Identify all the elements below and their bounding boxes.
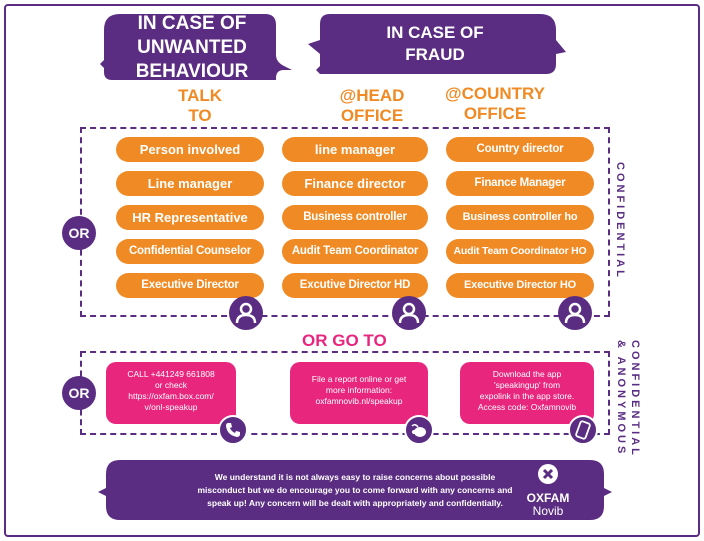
or-badge-2: OR	[62, 376, 96, 410]
pill-head-line-manager: line manager	[282, 137, 428, 162]
oxfam-logo-icon	[538, 464, 558, 484]
person-icon	[392, 296, 426, 330]
pill-finance-director: Finance director	[282, 171, 428, 196]
page-frame	[4, 4, 700, 537]
pill-executive-director: Executive Director	[116, 273, 264, 298]
or-go-to-label: OR GO TO	[302, 331, 387, 350]
app-download-box: Download the app 'speakingup' from expol…	[460, 362, 594, 424]
column-head-head-office: @HEAD OFFICE	[339, 86, 405, 125]
report-online-box: File a report online or get more informa…	[290, 362, 428, 424]
pill-finance-manager: Finance Manager	[446, 171, 594, 196]
pill-business-controller: Business controller	[282, 205, 428, 230]
oxfam-novib-logo: OXFAM Novib	[520, 462, 576, 518]
person-icon	[229, 296, 263, 330]
column-head-talk-to: TALK TO	[177, 86, 223, 125]
confidential-anonymous-label: CONFIDENTIAL & ANONYMOUS	[615, 340, 641, 458]
phone-icon	[218, 415, 248, 445]
call-box: CALL +441249 661808 or check https://oxf…	[106, 362, 236, 424]
confidential-label: CONFIDENTIAL	[614, 162, 626, 280]
pill-excutive-director-hd: Excutive Director HD	[282, 273, 428, 298]
pill-hr-representative: HR Representative	[116, 205, 264, 230]
column-head-country-office: @COUNTRY OFFICE	[445, 84, 545, 123]
pill-business-controller-ho: Business controller ho	[446, 205, 594, 230]
pill-confidential-counselor: Confidential Counselor	[116, 239, 264, 264]
title-fraud: IN CASE OF FRAUD	[386, 23, 484, 64]
smartphone-icon	[568, 415, 598, 445]
pill-audit-team-coordinator: Audit Team Coordinator	[282, 239, 428, 264]
pill-line-manager: Line manager	[116, 171, 264, 196]
title-unwanted: IN CASE OF UNWANTED BEHAVIOUR	[135, 13, 249, 82]
person-icon	[558, 296, 592, 330]
bottom-message: We understand it is not always easy to r…	[197, 472, 513, 508]
pill-audit-team-coordinator-ho: Audit Team Coordinator HO	[446, 239, 594, 264]
pill-person-involved: Person involved	[116, 137, 264, 162]
mouse-icon	[404, 415, 434, 445]
pill-country-director: Country director	[446, 137, 594, 162]
or-badge-1: OR	[62, 216, 96, 250]
pill-executive-director-ho: Executive Director HO	[446, 273, 594, 298]
